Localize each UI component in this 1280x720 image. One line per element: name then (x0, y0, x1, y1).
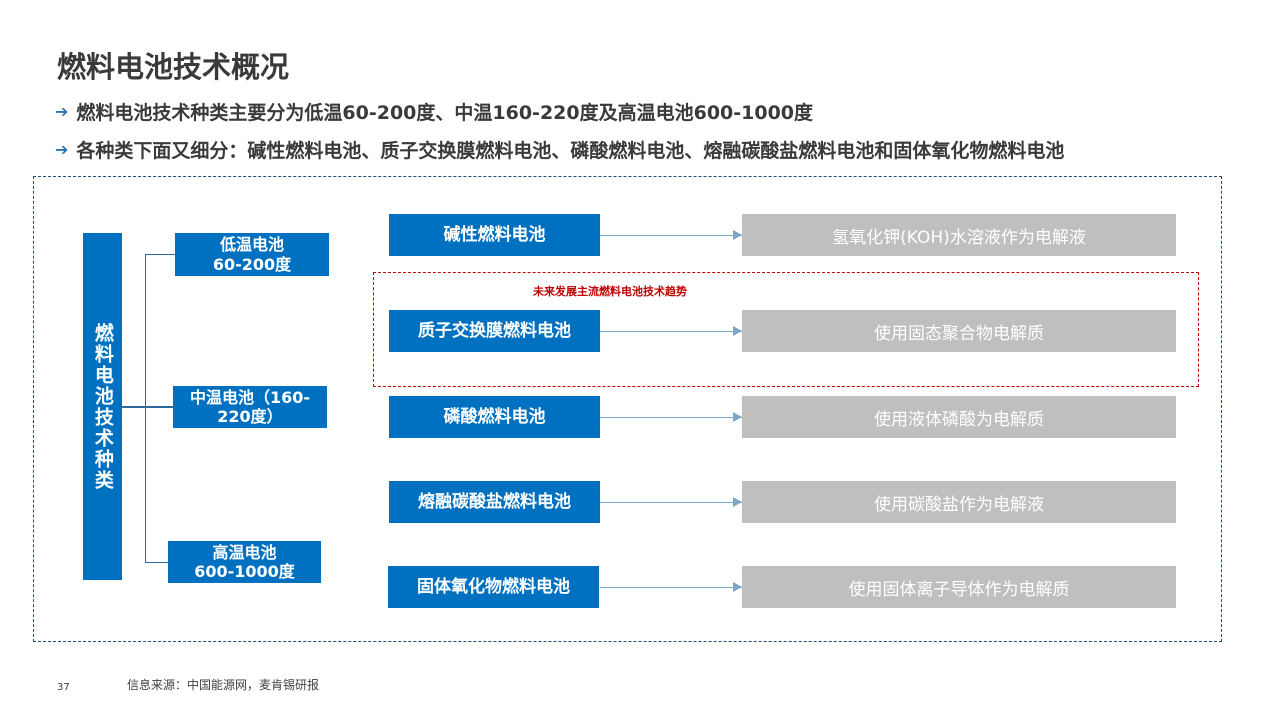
bullet-2: ➔ 各种类下面又细分：碱性燃料电池、质子交换膜燃料电池、磷酸燃料电池、熔融碳酸盐燃… (55, 136, 1064, 163)
diagram-frame (33, 176, 1222, 642)
bullet-text: 燃料电池技术种类主要分为低温60-200度、中温160-220度及高温电池600… (76, 102, 814, 124)
type-node: 碱性燃料电池 (389, 214, 600, 256)
connector (145, 254, 146, 562)
temp-range: 220度） (217, 407, 283, 426)
arrow-right-icon: ➔ (55, 140, 69, 159)
page-number: 37 (57, 682, 70, 693)
highlight-frame (373, 272, 1199, 387)
temp-node-mid: 中温电池（160-220度） (173, 386, 327, 428)
arrow (600, 230, 742, 240)
desc-node: 氢氧化钾(KOH)水溶液作为电解液 (742, 214, 1176, 256)
type-node: 质子交换膜燃料电池 (389, 310, 600, 352)
desc-node: 使用碳酸盐作为电解液 (742, 481, 1176, 523)
bullet-1: ➔ 燃料电池技术种类主要分为低温60-200度、中温160-220度及高温电池60… (55, 98, 813, 125)
temp-label: 高温电池 (212, 542, 277, 562)
arrow (600, 497, 742, 507)
arrow-right-icon: ➔ (55, 102, 69, 121)
root-node: 燃料电池技术种类 (83, 233, 122, 580)
type-node: 磷酸燃料电池 (389, 396, 600, 438)
highlight-label: 未来发展主流燃料电池技术趋势 (533, 285, 687, 298)
source-note: 信息来源：中国能源网，麦肯锡研报 (127, 678, 320, 692)
desc-node: 使用液体磷酸为电解质 (742, 396, 1176, 438)
temp-range: 600-1000度 (194, 562, 295, 581)
page-title: 燃料电池技术概况 (57, 50, 290, 84)
desc-node: 使用固态聚合物电解质 (742, 310, 1176, 352)
arrow (600, 326, 742, 336)
temp-label: 中温电池（160- (189, 387, 311, 407)
connector (145, 254, 175, 255)
type-node: 固体氧化物燃料电池 (388, 566, 599, 608)
connector (145, 562, 168, 563)
temp-label: 低温电池 (219, 235, 284, 255)
arrow (600, 582, 742, 592)
connector (122, 406, 173, 408)
temp-range: 60-200度 (212, 254, 292, 274)
arrow (600, 412, 742, 422)
bullet-text: 各种类下面又细分：碱性燃料电池、质子交换膜燃料电池、磷酸燃料电池、熔融碳酸盐燃料… (76, 140, 1065, 162)
type-node: 熔融碳酸盐燃料电池 (389, 481, 600, 523)
desc-node: 使用固体离子导体作为电解质 (742, 566, 1176, 608)
